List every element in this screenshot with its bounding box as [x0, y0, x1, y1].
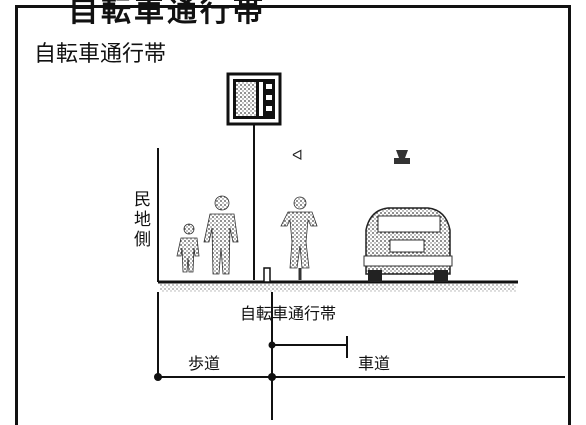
child-pedestrian-icon — [176, 223, 200, 273]
page-heading: 自転車通行帯 — [68, 0, 266, 29]
car-rear-icon — [363, 150, 453, 282]
private-land-side-label: 民地側 — [134, 190, 151, 250]
road-texture — [160, 284, 516, 292]
diagram-frame — [15, 5, 571, 425]
bike-lane-label: 自転車通行帯 — [240, 304, 337, 323]
frame-title: 自転車通行帯 — [34, 42, 167, 67]
dim-node — [268, 341, 276, 349]
svg-text:ᐊ: ᐊ — [292, 148, 303, 164]
dim-node — [154, 373, 162, 381]
dim-node — [268, 373, 276, 381]
roadway-label: 車道 — [358, 354, 391, 373]
curb-block — [263, 267, 271, 283]
sidewalk-label: 歩道 — [188, 354, 221, 373]
adult-pedestrian-icon — [203, 195, 239, 275]
bicycle-lane-sign-icon — [226, 72, 282, 126]
cyclist-icon: ᐊ — [280, 148, 318, 280]
